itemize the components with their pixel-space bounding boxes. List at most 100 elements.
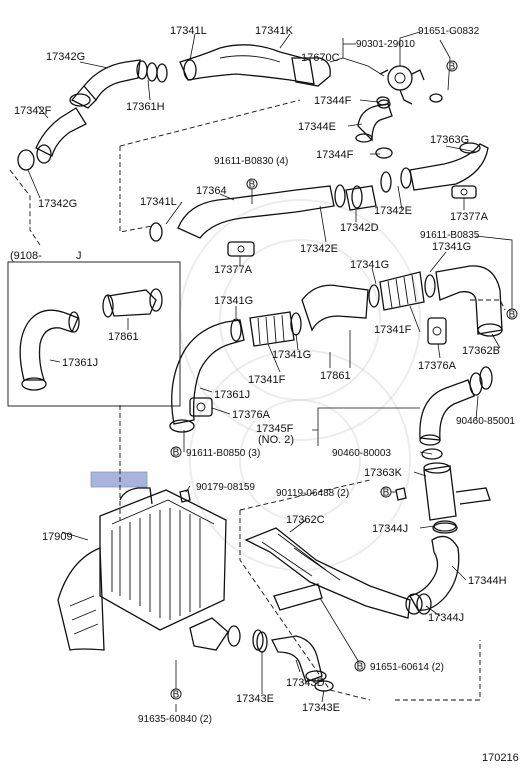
label-17342D[interactable]: 17342D: [340, 222, 379, 234]
hose-17345F[interactable]: [419, 366, 493, 446]
label-17342G-bot[interactable]: 17342G: [38, 198, 77, 210]
label-17341L-top[interactable]: 17341L: [170, 25, 207, 37]
label-17343D[interactable]: 17343D: [286, 677, 325, 689]
leader-lines: [27, 31, 513, 712]
label-17341G-a[interactable]: 17341G: [432, 241, 471, 253]
bolt-marker-91635[interactable]: B: [170, 688, 182, 701]
label-17362B[interactable]: 17362B: [462, 345, 500, 357]
label-17345F[interactable]: 17345F: [256, 423, 294, 435]
clamp-17341G-b[interactable]: [368, 284, 380, 308]
bolt-marker-91611-b0830[interactable]: B: [246, 178, 258, 191]
label-17362C[interactable]: 17362C: [286, 514, 325, 526]
label-17909[interactable]: 17909: [42, 531, 73, 543]
hose-17344H[interactable]: [405, 522, 460, 615]
highlight-box[interactable]: [90, 471, 148, 488]
bolt-marker-90119[interactable]: B: [380, 486, 392, 499]
label-17342E-a[interactable]: 17342E: [374, 205, 412, 217]
hose-17361J[interactable]: [169, 319, 245, 433]
hose-17670C[interactable]: [291, 57, 331, 87]
label-17343E-a[interactable]: 17343E: [236, 693, 274, 705]
clamp-17344J-b[interactable]: [416, 593, 432, 615]
label-17376A-b[interactable]: 17376A: [232, 409, 271, 421]
label-17364[interactable]: 17364: [196, 185, 227, 197]
label-17377A-a[interactable]: 17377A: [450, 211, 489, 223]
clamp-17344F-b[interactable]: [375, 147, 393, 159]
clamp-17341G-a[interactable]: [230, 318, 242, 342]
hose-17363K[interactable]: [423, 462, 491, 521]
pipe-17362C[interactable]: [244, 527, 411, 619]
label-91635[interactable]: 91635-60840 (2): [138, 714, 212, 725]
bolt-90179[interactable]: [179, 489, 191, 503]
label-17344F-a[interactable]: 17344F: [314, 95, 352, 107]
label-17670C[interactable]: 17670C: [301, 52, 340, 64]
label-17345F-no[interactable]: (NO. 2): [258, 434, 294, 446]
label-90179[interactable]: 90179-08159: [196, 482, 255, 493]
label-17342E-b[interactable]: 17342E: [300, 243, 338, 255]
label-91611-B0850[interactable]: 91611-B0850 (3): [186, 448, 260, 459]
pipe-17362B[interactable]: [435, 265, 503, 337]
hose-17861-inset[interactable]: [102, 288, 163, 318]
hose-17361J-inset[interactable]: [19, 309, 80, 391]
label-17342G-top[interactable]: 17342G: [46, 51, 85, 63]
label-17343E-b[interactable]: 17343E: [302, 702, 340, 714]
clamp-17341G-c[interactable]: [424, 274, 436, 298]
label-17861-inset[interactable]: 17861: [108, 331, 139, 343]
label-17341G-d[interactable]: 17341G: [272, 349, 311, 361]
valve-90301[interactable]: [379, 65, 443, 105]
gasket-17376A-a[interactable]: [427, 317, 447, 345]
label-90460-80003[interactable]: 90460-80003: [332, 448, 391, 459]
label-90119[interactable]: 90119-06488 (2): [276, 488, 349, 499]
clamp-90460-80003[interactable]: [421, 448, 443, 460]
label-17376A-a[interactable]: 17376A: [418, 360, 457, 372]
label-17344H[interactable]: 17344H: [468, 575, 507, 587]
label-17341K[interactable]: 17341K: [255, 25, 294, 37]
hose-17341F-b[interactable]: [249, 311, 295, 347]
inset-box: [7, 261, 181, 407]
label-17342F[interactable]: 17342F: [14, 105, 52, 117]
label-17341L-mid[interactable]: 17341L: [140, 196, 177, 208]
pipe-17341K[interactable]: [179, 44, 315, 85]
label-90460-85001[interactable]: 90460-85001: [456, 416, 515, 427]
label-17341G-c[interactable]: 17341G: [214, 295, 253, 307]
label-17344F-b[interactable]: 17344F: [316, 149, 354, 161]
bolt-marker-91611-b0850[interactable]: B: [170, 446, 182, 459]
label-17861-mid[interactable]: 17861: [320, 370, 351, 382]
clamp-17344F-a[interactable]: [376, 96, 390, 106]
hose-17341F-a[interactable]: [379, 271, 425, 311]
label-17361J-inset[interactable]: 17361J: [62, 357, 98, 369]
label-91651-G0832[interactable]: 91651-G0832: [418, 26, 480, 37]
hose-17861[interactable]: [301, 284, 369, 332]
hose-17342F[interactable]: [17, 107, 87, 171]
bolt-marker-91651-60614[interactable]: B: [354, 660, 366, 673]
intercooler-17909[interactable]: [57, 487, 264, 651]
label-91611-B0835[interactable]: 91611-B0835: [420, 230, 480, 241]
hose-17344E[interactable]: [355, 99, 393, 143]
label-17361J[interactable]: 17361J: [214, 389, 250, 401]
label-17363K[interactable]: 17363K: [364, 467, 403, 479]
clamp-17341G-d[interactable]: [290, 312, 302, 336]
label-17361H[interactable]: 17361H: [126, 101, 165, 113]
label-91651-60614[interactable]: 91651-60614 (2): [370, 662, 444, 673]
label-17377A-b[interactable]: 17377A: [214, 264, 253, 276]
label-17344J-b[interactable]: 17344J: [428, 612, 464, 624]
label-17344J-a[interactable]: 17344J: [372, 523, 408, 535]
gasket-17376A-b[interactable]: [189, 397, 213, 417]
label-17344E[interactable]: 17344E: [298, 121, 336, 133]
label-17363G[interactable]: 17363G: [430, 134, 469, 146]
label-17341F-a[interactable]: 17341F: [374, 324, 412, 336]
pipe-17364[interactable]: [149, 184, 346, 242]
label-9108[interactable]: (9108-: [10, 250, 42, 262]
label-90301[interactable]: 90301-29010: [356, 39, 415, 50]
gasket-17377A-a[interactable]: [451, 185, 477, 199]
bolt-90119[interactable]: [395, 487, 407, 501]
label-9108-j[interactable]: J: [76, 250, 82, 262]
label-17341F-b[interactable]: 17341F: [248, 374, 286, 386]
bolt-marker-91611-b0835[interactable]: B: [506, 308, 518, 321]
hose-17343D[interactable]: [271, 635, 327, 683]
label-91611-B0830[interactable]: 91611-B0830 (4): [214, 156, 288, 167]
label-17341G-b[interactable]: 17341G: [350, 259, 389, 271]
gasket-17377A-b[interactable]: [227, 241, 255, 257]
bolt-marker-91651-g[interactable]: B: [446, 60, 458, 73]
hose-17342G-17361H[interactable]: [69, 59, 168, 109]
pipe-17363G[interactable]: [409, 142, 489, 191]
